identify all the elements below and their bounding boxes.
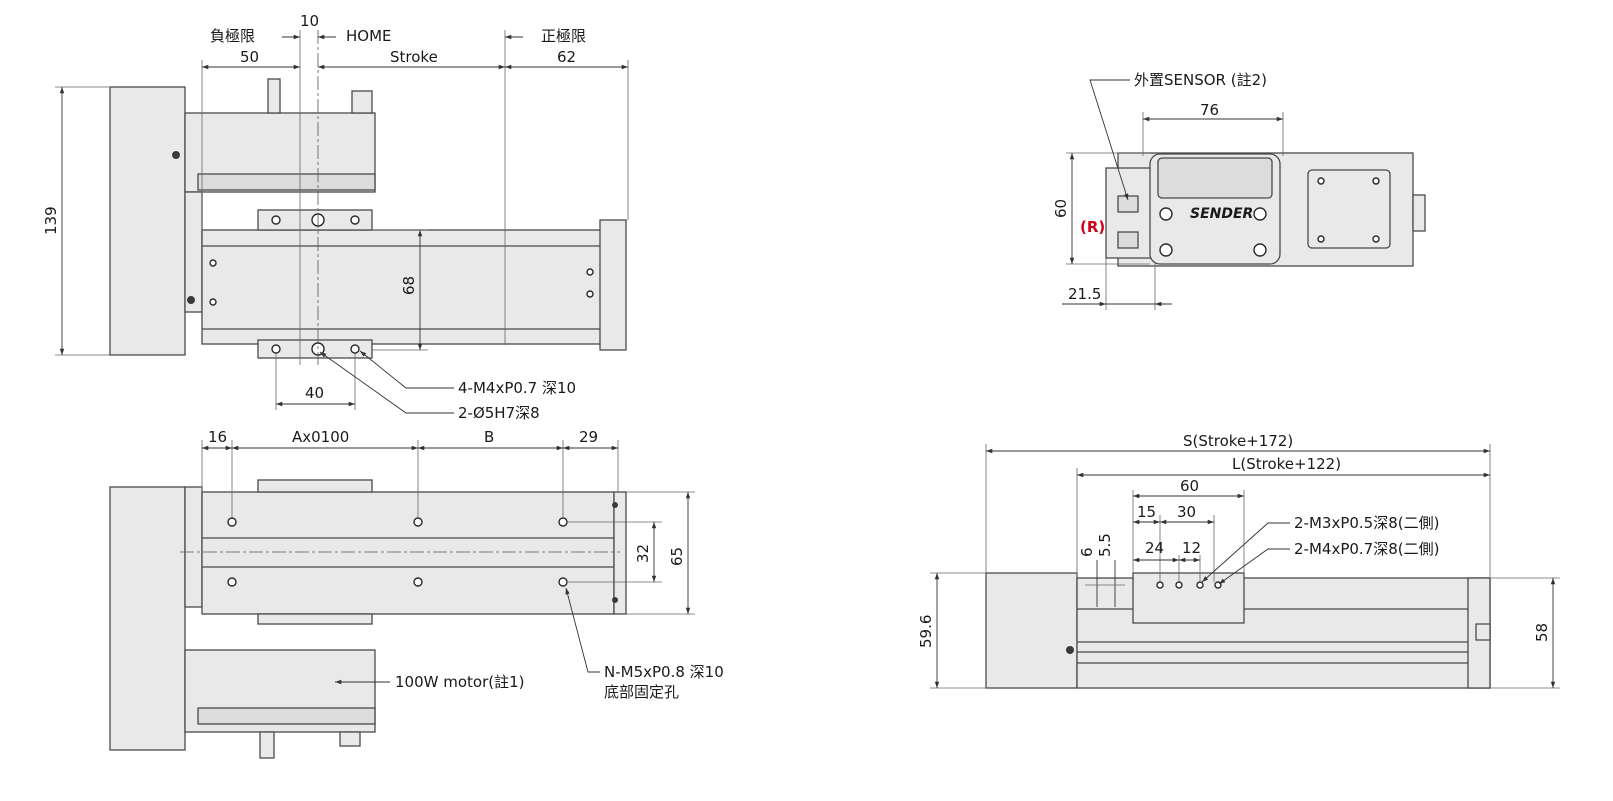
dim-50: 50 [240, 48, 259, 66]
dim-24: 24 [1145, 539, 1164, 557]
top-right-view: SENDER 外置SENSOR (註2) 76 60 (R) 21.5 [1052, 71, 1426, 310]
brand-logo: SENDER [1190, 206, 1253, 222]
dim-5-5: 5.5 [1096, 533, 1114, 557]
dim-15: 15 [1137, 503, 1156, 521]
bottom-left-view: 16 Ax0100 B 29 32 65 100W motor(註1) N-M5… [109, 428, 724, 759]
motor-end-plate-2 [109, 486, 186, 751]
motor-end-plate [109, 86, 186, 356]
dim-29: 29 [579, 428, 598, 446]
r-side-mark: (R) [1080, 218, 1105, 236]
dim-139: 139 [42, 206, 60, 235]
dim-68: 68 [400, 276, 418, 295]
dim-16: 16 [208, 428, 227, 446]
bottom-right-view: S(Stroke+172) L(Stroke+122) 60 15 30 24 … [917, 432, 1560, 689]
dim-62: 62 [557, 48, 576, 66]
top-left-view: 負極限 10 HOME 正極限 50 Stroke 62 139 68 40 4… [42, 12, 629, 422]
neg-limit-label: 負極限 [210, 27, 255, 45]
note-m3-holes: 2-M3xP0.5深8(二側) [1294, 514, 1439, 532]
dim-30: 30 [1177, 503, 1196, 521]
slider-top-2 [257, 479, 373, 493]
dim-60-carriage: 60 [1180, 477, 1199, 495]
slider-bottom-2 [257, 613, 373, 625]
rail-end-cap [599, 219, 627, 351]
sensor-note: 外置SENSOR (註2) [1134, 71, 1267, 89]
dim-40: 40 [305, 384, 324, 402]
note-base-holes: 底部固定孔 [604, 683, 679, 701]
note-m4-holes-side: 2-M4xP0.7深8(二側) [1294, 540, 1439, 558]
rail-body [201, 229, 615, 345]
dim-32: 32 [634, 544, 652, 563]
carriage-side [1132, 572, 1245, 624]
dim-60-height: 60 [1052, 199, 1070, 218]
dim-58: 58 [1533, 623, 1551, 642]
home-label: HOME [346, 27, 392, 45]
note-d5-holes: 2-Ø5H7深8 [458, 404, 540, 422]
dim-12: 12 [1182, 539, 1201, 557]
note-n-m5: N-M5xP0.8 深10 [604, 663, 724, 681]
motor-side [985, 572, 1078, 689]
dim-65: 65 [668, 547, 686, 566]
dim-s-total: S(Stroke+172) [1183, 432, 1293, 450]
pos-limit-label: 正極限 [541, 27, 586, 45]
dim-76: 76 [1200, 101, 1219, 119]
dim-6: 6 [1078, 547, 1096, 557]
dim-10: 10 [300, 12, 319, 30]
stroke-label: Stroke [390, 48, 438, 66]
motor-cover-end [1307, 169, 1391, 249]
note-m4-holes: 4-M4xP0.7 深10 [458, 379, 576, 397]
dim-l-length: L(Stroke+122) [1232, 455, 1341, 473]
dim-59-6: 59.6 [917, 615, 935, 648]
dim-b: B [484, 428, 494, 446]
rail-body-2 [201, 491, 615, 615]
motor-note: 100W motor(註1) [395, 673, 525, 691]
dim-21-5: 21.5 [1068, 285, 1101, 303]
dim-a-pitch: Ax0100 [292, 428, 349, 446]
